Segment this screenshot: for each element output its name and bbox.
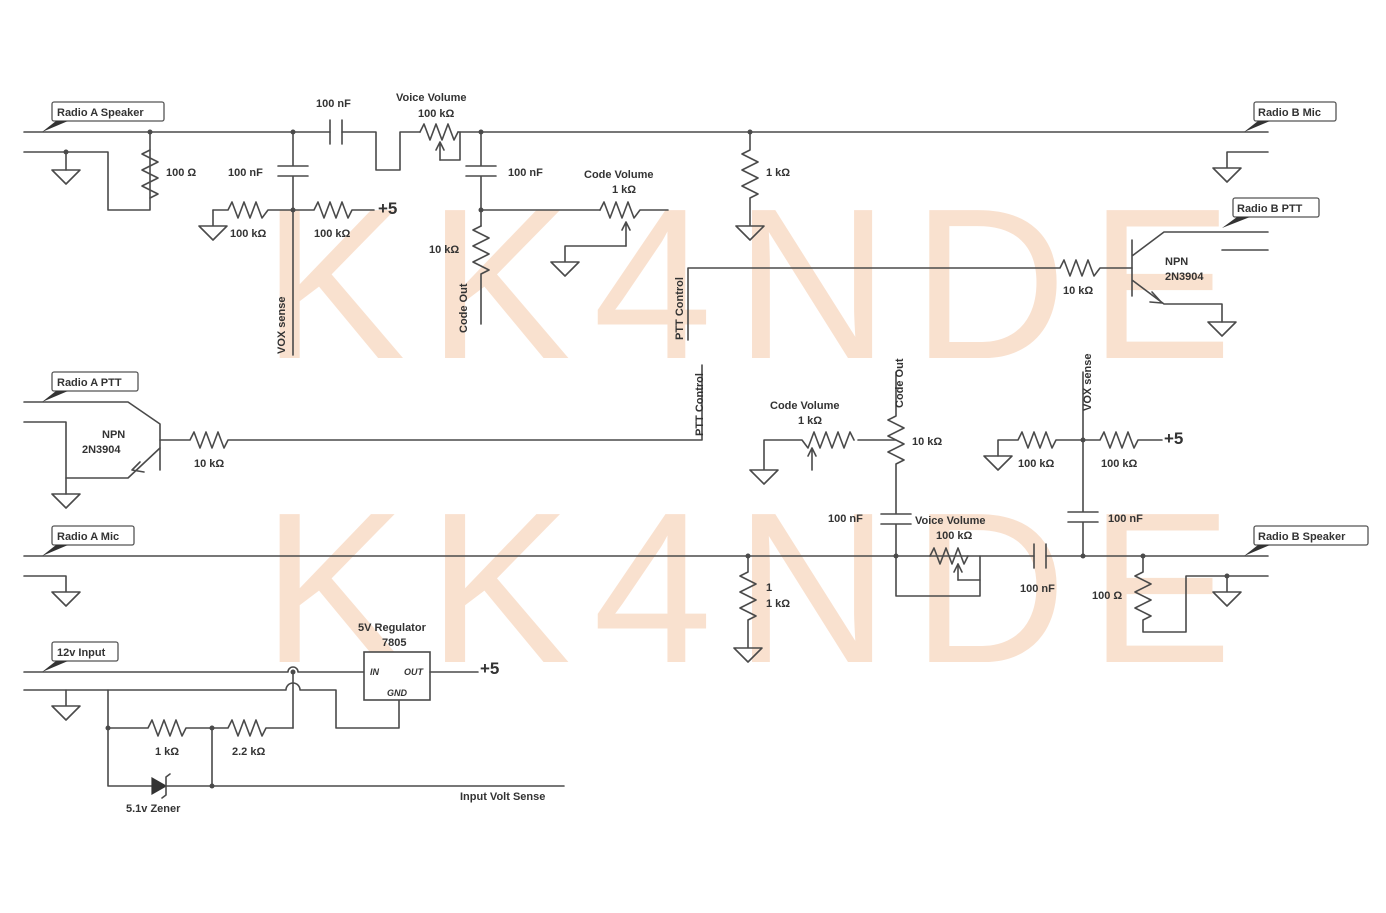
label-r-1k-2b: 1 kΩ bbox=[766, 598, 790, 610]
port-label: Radio A Mic bbox=[57, 531, 119, 543]
label-plus5-3: +5 bbox=[480, 659, 499, 678]
label-r-1k-1: 1 kΩ bbox=[766, 167, 790, 179]
label-r-100k-2: 100 kΩ bbox=[314, 228, 351, 240]
label-r-100ohm-2: 100 Ω bbox=[1092, 590, 1122, 602]
top-circuit bbox=[23, 119, 1269, 356]
label-r-100k-4: 100 kΩ bbox=[1101, 458, 1138, 470]
port-radio-a-speaker: Radio A Speaker bbox=[42, 101, 165, 132]
label-r-10k-4: 10 kΩ bbox=[912, 436, 942, 448]
label-c2: 100 nF bbox=[228, 167, 263, 179]
label-c3: 100 nF bbox=[508, 167, 543, 179]
port-radio-b-speaker: Radio B Speaker bbox=[1244, 525, 1369, 556]
label-code-volume-2-value: 1 kΩ bbox=[798, 415, 822, 427]
label-r-100k-1: 100 kΩ bbox=[230, 228, 267, 240]
watermark-text-top: KK4NDE bbox=[262, 163, 1254, 404]
bottom-circuit bbox=[23, 371, 1269, 663]
port-label: Radio A Speaker bbox=[57, 107, 144, 119]
label-npn-1-model: 2N3904 bbox=[1165, 271, 1204, 283]
label-vox-sense-1: VOX sense bbox=[276, 297, 288, 354]
power-circuit bbox=[23, 651, 565, 799]
label-code-out-2: Code Out bbox=[894, 358, 906, 408]
port-label: Radio B Speaker bbox=[1258, 531, 1346, 543]
label-code-out-1: Code Out bbox=[458, 283, 470, 333]
label-c1: 100 nF bbox=[316, 98, 351, 110]
radio-a-ptt-circuit bbox=[23, 364, 703, 509]
label-r-1k-3: 1 kΩ bbox=[155, 746, 179, 758]
label-zener: 5.1v Zener bbox=[126, 803, 181, 815]
label-voice-volume-1: Voice Volume bbox=[396, 92, 467, 104]
port-label: Radio A PTT bbox=[57, 377, 122, 389]
label-r-2k2: 2.2 kΩ bbox=[232, 746, 265, 758]
label-voice-volume-1-value: 100 kΩ bbox=[418, 108, 455, 120]
label-voice-volume-2: Voice Volume bbox=[915, 515, 986, 527]
label-ptt-control-1: PTT Control bbox=[674, 277, 686, 340]
label-plus5-1: +5 bbox=[378, 199, 397, 218]
port-radio-a-mic: Radio A Mic bbox=[42, 525, 135, 556]
label-input-volt-sense: Input Volt Sense bbox=[460, 791, 545, 803]
label-voice-volume-2-value: 100 kΩ bbox=[936, 530, 973, 542]
label-r-100k-3: 100 kΩ bbox=[1018, 458, 1055, 470]
label-npn-2: NPN bbox=[102, 429, 125, 441]
port-label: 12v Input bbox=[57, 647, 106, 659]
regulator-7805 bbox=[363, 651, 431, 701]
label-vox-sense-2: VOX sense bbox=[1082, 354, 1094, 411]
port-label: Radio B Mic bbox=[1258, 107, 1321, 119]
port-radio-b-ptt: Radio B PTT bbox=[1222, 197, 1320, 228]
port-12v-input: 12v Input bbox=[42, 641, 119, 672]
label-c4: 100 nF bbox=[828, 513, 863, 525]
label-r-1k-2a: 1 bbox=[766, 582, 772, 594]
label-c6: 100 nF bbox=[1020, 583, 1055, 595]
label-regulator-model: 7805 bbox=[382, 637, 406, 649]
label-c5: 100 nF bbox=[1108, 513, 1143, 525]
label-r-10k-1: 10 kΩ bbox=[429, 244, 459, 256]
watermark: KK4NDE KK4NDE bbox=[262, 163, 1254, 708]
label-r-100ohm-1: 100 Ω bbox=[166, 167, 196, 179]
label-code-volume-1: Code Volume bbox=[584, 169, 653, 181]
label-regulator-gnd: GND bbox=[387, 688, 408, 698]
label-regulator-in: IN bbox=[370, 667, 380, 677]
component-labels: 100 nF Voice Volume 100 kΩ 100 Ω 100 nF … bbox=[82, 92, 1204, 815]
port-radio-a-ptt: Radio A PTT bbox=[42, 371, 139, 402]
label-npn-1: NPN bbox=[1165, 256, 1188, 268]
label-plus5-2: +5 bbox=[1164, 429, 1183, 448]
port-radio-b-mic: Radio B Mic bbox=[1244, 101, 1337, 132]
label-code-volume-1-value: 1 kΩ bbox=[612, 184, 636, 196]
label-regulator: 5V Regulator bbox=[358, 622, 427, 634]
label-r-10k-2: 10 kΩ bbox=[1063, 285, 1093, 297]
label-code-volume-2: Code Volume bbox=[770, 400, 839, 412]
port-label: Radio B PTT bbox=[1237, 203, 1303, 215]
label-ptt-control-2: PTT Control bbox=[694, 373, 706, 436]
label-regulator-out: OUT bbox=[404, 667, 425, 677]
label-r-10k-3: 10 kΩ bbox=[194, 458, 224, 470]
label-npn-2-model: 2N3904 bbox=[82, 444, 121, 456]
